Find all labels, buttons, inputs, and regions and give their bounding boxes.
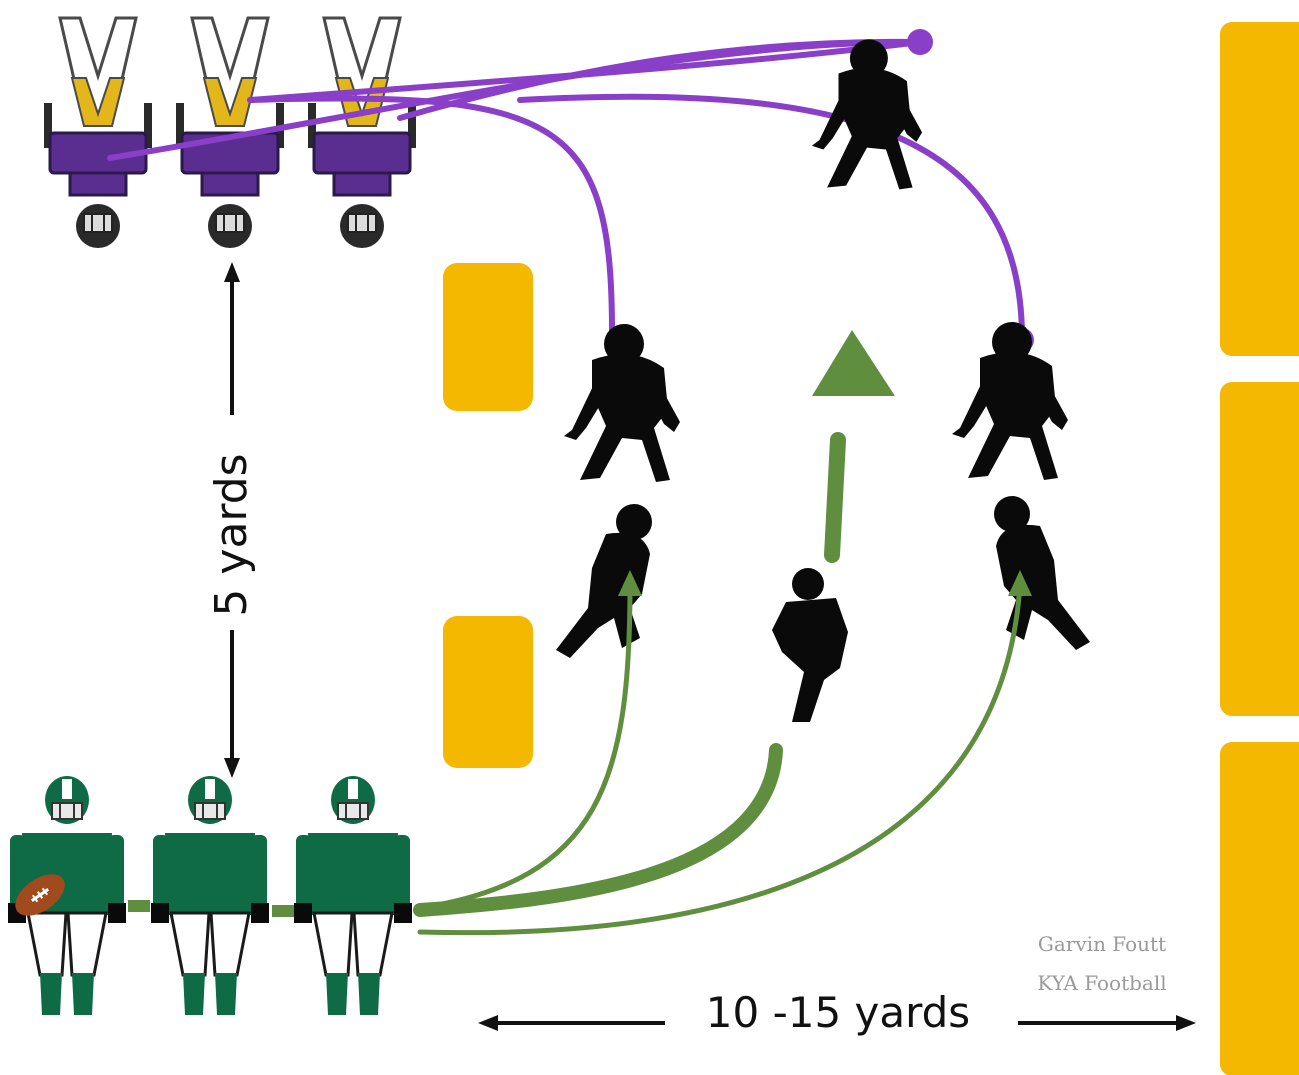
route-endpoint	[907, 29, 933, 55]
offensive-player-icon	[149, 774, 271, 1017]
blocking-sled-icon	[42, 16, 154, 250]
football-icon	[15, 874, 65, 916]
offense-routes	[413, 432, 1023, 936]
field-marker-bag-bottom	[443, 616, 533, 768]
offense-line	[6, 774, 414, 1017]
runner-silhouette-icon	[772, 568, 848, 722]
route-arrowhead	[1008, 570, 1032, 596]
vertical-distance-arrow	[224, 262, 240, 778]
blocking-sled	[42, 16, 418, 250]
defender-silhouette-icon	[952, 322, 1068, 480]
blocking-sled-icon	[306, 16, 418, 250]
blocker-silhouette-icon	[556, 504, 652, 658]
credit-line-2: KYA Football	[1037, 971, 1166, 995]
run-direction-arrow	[812, 330, 895, 396]
field-marker-right-3	[1220, 742, 1299, 1075]
field-marker-right-1	[1220, 22, 1299, 356]
offensive-player-icon	[292, 774, 414, 1017]
field-marker-bag-top	[443, 263, 533, 411]
route-arrowhead	[618, 570, 642, 596]
horizontal-distance-label: 10 -15 yards	[706, 988, 970, 1037]
defense-routes	[107, 38, 1025, 338]
vertical-distance-label: 5 yards	[206, 453, 257, 616]
field-marker-right-2	[1220, 382, 1299, 716]
horizontal-distance-arrow	[478, 1015, 1196, 1031]
spacing-marker	[272, 905, 294, 917]
blocker-silhouette-icon	[994, 496, 1090, 650]
defender-silhouette-icon	[564, 324, 680, 482]
spacing-marker	[128, 900, 150, 912]
credit-line-1: Garvin Foutt	[1038, 932, 1166, 956]
